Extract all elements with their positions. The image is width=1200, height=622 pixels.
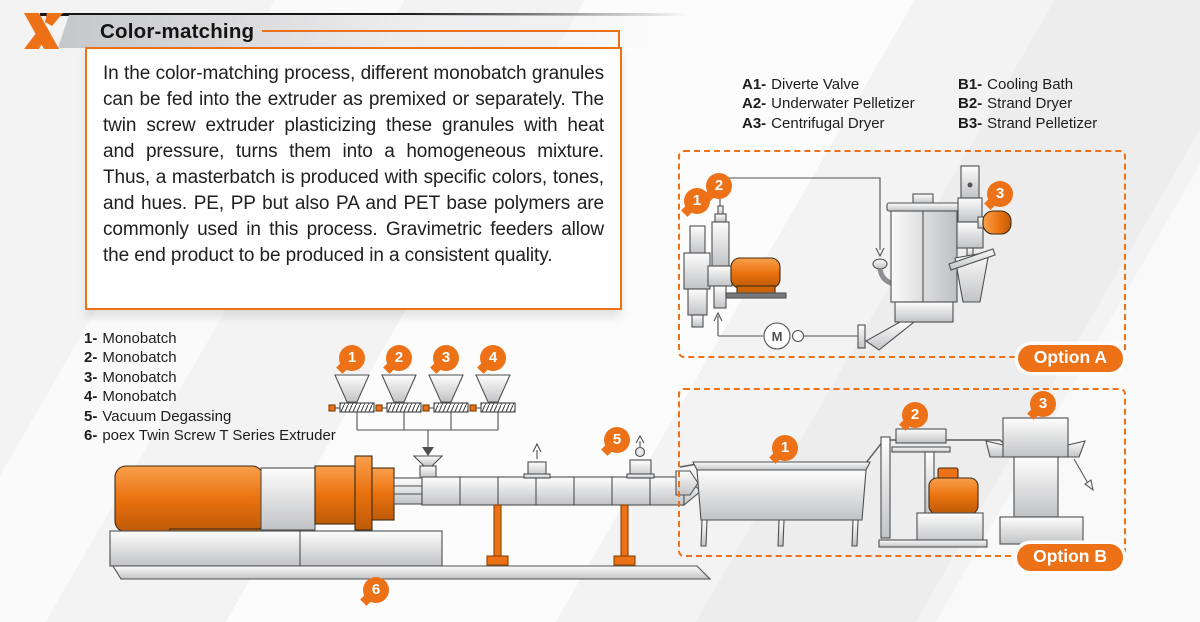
legend-item: 3-Monobatch [84, 368, 177, 386]
legend-item: 4-Monobatch [84, 388, 177, 406]
legend-item: B2-Strand Dryer [958, 95, 1073, 113]
marker-monobatch-4: 4 [480, 345, 506, 371]
marker-b1-cooling-bath: 1 [772, 435, 798, 461]
marker-a2-underwater-pelletizer: 2 [706, 173, 732, 199]
header-top-rule [40, 13, 690, 16]
extruder-diagram [109, 374, 712, 580]
marker-b2-strand-dryer: 2 [902, 402, 928, 428]
extruder-legend: 1-Monobatch 2-Monobatch 3-Monobatch 4-Mo… [84, 329, 336, 445]
marker-monobatch-2: 2 [386, 345, 412, 371]
legend-item: B1-Cooling Bath [958, 76, 1074, 93]
legend-item: A3-Centrifugal Dryer [742, 114, 885, 132]
legend-item: A1-Diverte Valve [742, 76, 860, 93]
intro-text-box: In the color-matching process, different… [85, 47, 622, 310]
poex-logo-icon [24, 13, 63, 49]
marker-monobatch-3: 3 [433, 345, 459, 371]
marker-vacuum-degassing: 5 [604, 427, 630, 453]
legend-item: 6-poex Twin Screw T Series Extruder [84, 427, 336, 445]
marker-b3-strand-pelletizer: 3 [1030, 391, 1056, 417]
marker-a3-centrifugal-dryer: 3 [987, 181, 1013, 207]
intro-paragraph: In the color-matching process, different… [103, 63, 604, 266]
page-title: Color-matching [100, 20, 255, 43]
legend-item: B3-Strand Pelletizer [958, 114, 1098, 132]
marker-monobatch-1: 1 [339, 345, 365, 371]
option-b-badge: Option B [1017, 544, 1123, 571]
marker-extruder: 6 [363, 577, 389, 603]
legend-item: 5-Vacuum Degassing [84, 407, 232, 425]
title-underline-corner [618, 30, 620, 49]
option-a-badge: Option A [1017, 345, 1123, 372]
legend-item: 1-Monobatch [84, 330, 177, 347]
option-b-legend: B1-Cooling Bath B2-Strand Dryer B3-Stran… [958, 75, 1097, 133]
option-a-box: Option A [678, 150, 1126, 372]
title-underline [262, 30, 620, 32]
legend-item: 2-Monobatch [84, 349, 177, 367]
option-a-legend: A1-Diverte Valve A2-Underwater Pelletize… [742, 75, 915, 133]
legend-item: A2-Underwater Pelletizer [742, 95, 915, 113]
